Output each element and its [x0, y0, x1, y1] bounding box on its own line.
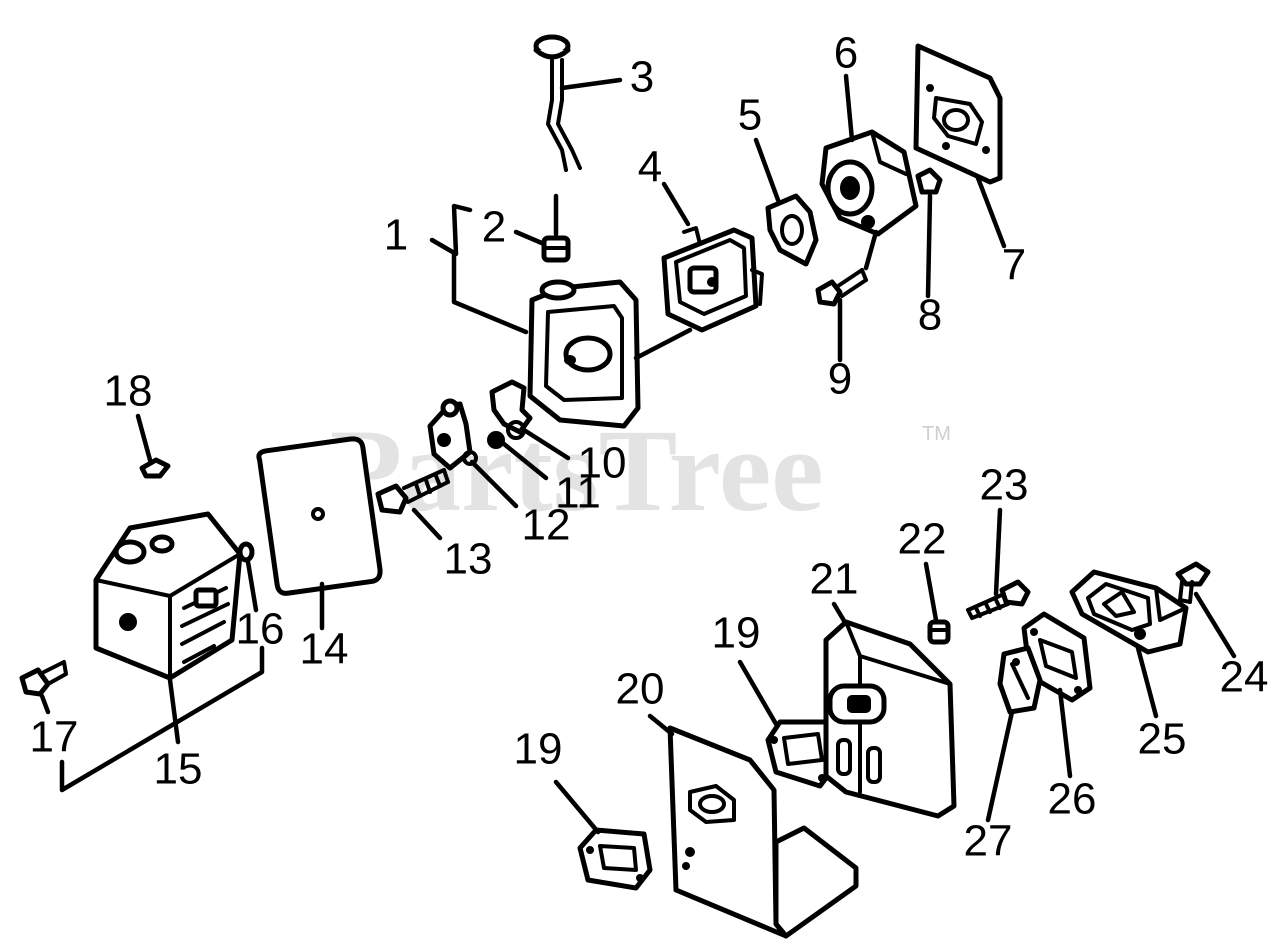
callout-4: 4: [638, 143, 662, 192]
callout-20: 20: [616, 665, 665, 714]
callout-8: 8: [918, 291, 942, 340]
callout-24: 24: [1220, 653, 1269, 702]
part-bolt-24: [1175, 561, 1211, 604]
part-spark-screen: [997, 645, 1043, 715]
part-air-filter: [256, 436, 383, 596]
part-air-cleaner-base: [527, 279, 641, 429]
callout-19b: 19: [514, 725, 563, 774]
callout-1: 1: [384, 211, 408, 260]
part-choke-shutter: [489, 379, 533, 440]
callout-7: 7: [1002, 241, 1026, 290]
part-insulator-gasket: [913, 43, 1003, 185]
part-exhaust-cover: [1069, 569, 1189, 655]
part-bushing: [541, 235, 571, 263]
callout-16: 16: [236, 605, 285, 654]
part-screw-17: [19, 660, 68, 697]
part-washer-11: [487, 431, 505, 449]
leader-lines: [39, 73, 1237, 835]
callout-14: 14: [300, 625, 349, 674]
part-muffler-gasket-b: [577, 827, 653, 891]
part-nut-8: [915, 167, 943, 195]
part-screw-13: [375, 468, 450, 515]
callout-15: 15: [154, 745, 203, 794]
callout-19a: 19: [712, 609, 761, 658]
watermark-text: PartsTree: [330, 405, 824, 536]
part-bolt-23: [966, 579, 1031, 620]
part-carb-gasket: [765, 193, 819, 267]
part-air-cleaner-cover: [93, 511, 243, 681]
part-choke-lever: [427, 398, 478, 471]
part-nut-18: [139, 457, 171, 479]
callout-12: 12: [522, 501, 571, 550]
part-nut-22: [927, 619, 951, 645]
callout-22: 22: [898, 515, 947, 564]
callout-9: 9: [828, 355, 852, 404]
callout-11: 11: [555, 469, 601, 518]
part-heat-shield: [667, 725, 859, 939]
callout-3: 3: [630, 53, 654, 102]
callout-labels: 1 2 3 4 5 6 7 8 9 10 11 12 13 14 15 16 1…: [30, 29, 1269, 866]
callout-5: 5: [738, 91, 762, 140]
callout-17: 17: [30, 713, 79, 762]
callout-27: 27: [964, 817, 1013, 866]
part-carburetor: [661, 226, 764, 333]
callout-10: 10: [578, 439, 627, 488]
callout-2: 2: [482, 203, 506, 252]
callout-26: 26: [1048, 775, 1097, 824]
part-screw-9: [815, 268, 868, 307]
callout-23: 23: [980, 461, 1029, 510]
callout-13: 13: [444, 535, 493, 584]
part-choke-rod: [533, 34, 582, 172]
part-oring-16: [237, 541, 255, 563]
callout-18: 18: [104, 367, 153, 416]
callout-25: 25: [1138, 715, 1187, 764]
part-muffler: [823, 619, 957, 819]
callout-6: 6: [834, 29, 858, 78]
watermark-trademark: TM: [922, 423, 951, 445]
part-intake-adaptor: [819, 129, 919, 237]
callout-21: 21: [810, 555, 859, 604]
part-muffler-gasket-a: [765, 719, 835, 789]
